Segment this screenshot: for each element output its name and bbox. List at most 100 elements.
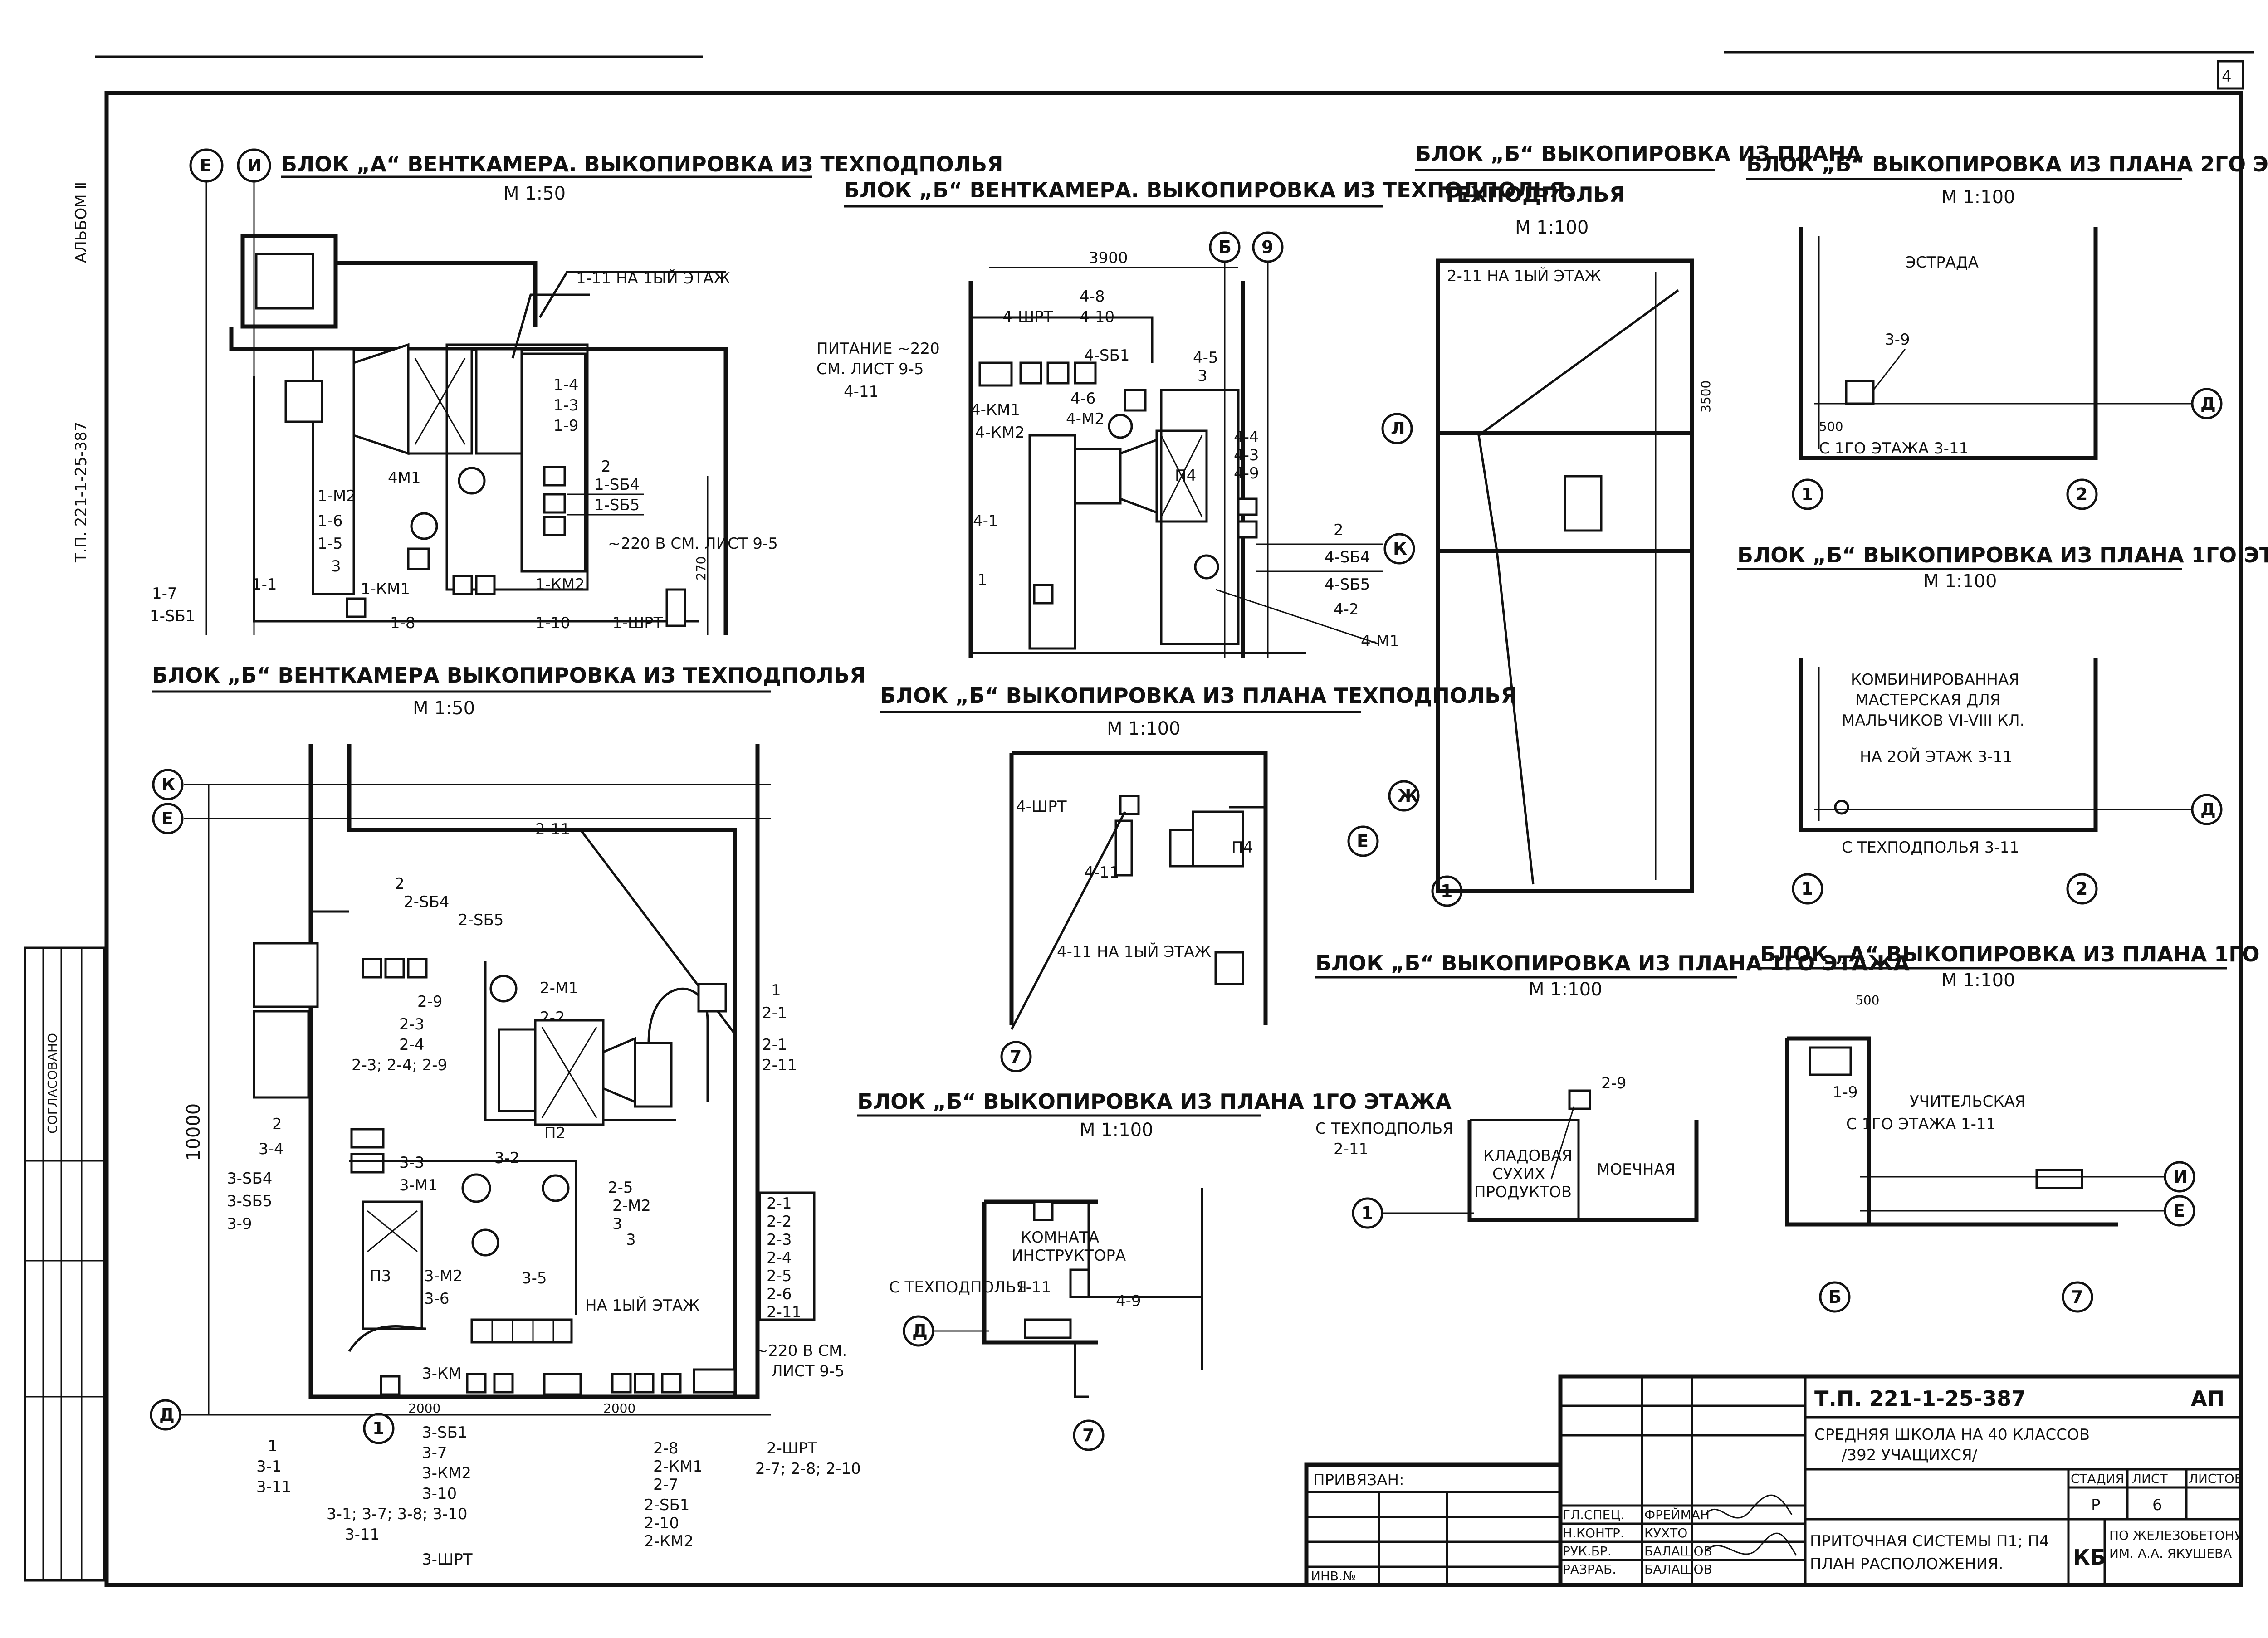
- label-storage2: СУХИХ: [1492, 1165, 1545, 1183]
- tag: 3-3: [399, 1154, 425, 1172]
- label-storage3: ПРОДУКТОВ: [1474, 1183, 1572, 1201]
- tag: 1-11: [1016, 1278, 1051, 1297]
- axis-bubble: Д: [912, 1321, 928, 1341]
- tag: 4-11: [844, 383, 879, 401]
- tag: 2-11: [762, 1056, 797, 1074]
- left-strip: АЛЬБОМ Ⅱ Т.П. 221-1-25-387 СОГЛАСОВАНО: [24, 182, 106, 1582]
- axis-bubble: И: [2173, 1167, 2188, 1187]
- tag: 3-9: [1885, 331, 1910, 349]
- axis-bubble: Е: [200, 156, 211, 176]
- tag: 2-1: [762, 1004, 787, 1022]
- sheet-corner-number: 4: [2222, 68, 2232, 86]
- tag: 2-SБ4: [404, 893, 449, 911]
- tag: 2-7; 2-8; 2-10: [755, 1460, 861, 1478]
- tag: 4-8: [1080, 288, 1105, 306]
- tag: 2-М2: [612, 1197, 651, 1215]
- axis-bubble: 1: [1361, 1203, 1373, 1223]
- tag: П4: [1175, 467, 1196, 485]
- tb-name: КУХТО: [1644, 1526, 1687, 1540]
- label-tech-to-floor: 2-11 НА 1ЫЙ ЭТАЖ: [1447, 267, 1601, 285]
- tag: 2-4: [399, 1036, 425, 1054]
- view-tsmall-scale: М 1:100: [1107, 718, 1181, 739]
- axis-bubble: Д: [159, 1405, 175, 1425]
- label-teacher2: С 1ГО ЭТАЖА 1-11: [1846, 1115, 1996, 1133]
- tag: 4-SБ4: [1325, 548, 1370, 566]
- view-tech-title2: ТЕХПОДПОЛЬЯ: [1442, 182, 1625, 207]
- tag: 2-11: [1334, 1140, 1369, 1158]
- tag: 4-ШРТ: [1016, 798, 1067, 816]
- view-block-b-floor2: БЛОК „Б“ ВЫКОПИРОВКА ИЗ ПЛАНА 2ГО ЭТАЖА …: [1746, 152, 2268, 510]
- tag: 4-SБ5: [1325, 575, 1370, 594]
- view-block-b-ventchamber-big: БЛОК „Б“ ВЕНТКАМЕРА ВЫКОПИРОВКА ИЗ ТЕХПО…: [150, 663, 865, 1569]
- tag: 4-ШРТ: [1002, 308, 1053, 326]
- label-teacher1: УЧИТЕЛЬСКАЯ: [1910, 1092, 2025, 1111]
- dim-270: 270: [694, 556, 709, 580]
- label-storage1: КЛАДОВАЯ: [1483, 1147, 1573, 1165]
- signature: [1705, 1494, 1793, 1519]
- tag: 4-9: [1234, 464, 1259, 483]
- tb-object2: /392 УЧАЩИХСЯ/: [1842, 1446, 1978, 1464]
- dim-3900: 3900: [1089, 249, 1128, 267]
- view-b-top-title: БЛОК „Б“ ВЕНТКАМЕРА. ВЫКОПИРОВКА ИЗ ТЕХП…: [844, 178, 1573, 202]
- album-label: АЛЬБОМ Ⅱ: [72, 182, 90, 263]
- tag: 2: [395, 875, 405, 893]
- tag: 3-5: [522, 1269, 547, 1287]
- view-block-a-floor1: БЛОК „А“ ВЫКОПИРОВКА ИЗ ПЛАНА 1ГО ЭТАЖА …: [1760, 942, 2268, 1313]
- view-floor1m-scale: М 1:100: [1529, 979, 1603, 1000]
- tag: 3: [1198, 367, 1207, 385]
- tag: 3-SБ5: [227, 1192, 272, 1210]
- tag: 1-6: [318, 512, 343, 530]
- tag: 2-8: [653, 1439, 679, 1458]
- tag: П2: [544, 1124, 566, 1142]
- axis-bubble: 7: [2071, 1287, 2083, 1307]
- view-block-b-tech-small: БЛОК „Б“ ВЫКОПИРОВКА ИЗ ПЛАНА ТЕХПОДПОЛЬ…: [880, 683, 1517, 1072]
- tag: 4-4: [1234, 428, 1259, 446]
- tag: 4-6: [1070, 390, 1096, 408]
- view-block-b-floor1-mid: БЛОК „Б“ ВЫКОПИРОВКА ИЗ ПЛАНА 1ГО ЭТАЖА …: [1315, 951, 1910, 1229]
- view-afloor1-title: БЛОК „А“ ВЫКОПИРОВКА ИЗ ПЛАНА 1ГО ЭТАЖА: [1760, 942, 2268, 966]
- tag: 1-7: [152, 585, 177, 603]
- tag: 4-3: [1234, 446, 1259, 464]
- tag: 4-КМ1: [971, 401, 1020, 419]
- tag: 1-8: [390, 614, 415, 632]
- sheet-ref2b: ЛИСТ 9-5: [771, 1362, 845, 1380]
- tb-org-mark: КБ: [2073, 1545, 2106, 1570]
- view-tech-scale: М 1:100: [1515, 217, 1589, 238]
- tag: 1-SБ5: [594, 496, 640, 514]
- tag: 4-М1: [1361, 632, 1399, 650]
- label-power-ref: СМ. ЛИСТ 9-5: [816, 360, 924, 378]
- tb-mark: АП: [2191, 1386, 2224, 1411]
- view-a-title: БЛОК „А“ ВЕНТКАМЕРА. ВЫКОПИРОВКА ИЗ ТЕХП…: [281, 152, 1003, 176]
- view-a-scale: М 1:50: [503, 183, 566, 204]
- tb-bind: ПРИВЯЗАН:: [1313, 1471, 1404, 1489]
- tag: 3-КМ: [422, 1365, 461, 1383]
- tb-name: ФРЕЙМАН: [1644, 1507, 1710, 1522]
- tag: 3-2: [494, 1149, 520, 1167]
- tb-sheet-head: ЛИСТ: [2132, 1471, 2168, 1486]
- tag: 2: [1334, 521, 1344, 539]
- axis-bubble: Е: [2173, 1201, 2185, 1221]
- tag: 2-ШРТ: [767, 1439, 817, 1458]
- axis-bubble: И: [247, 156, 262, 176]
- sheet-ref: ~220 В СМ. ЛИСТ 9-5: [608, 535, 778, 553]
- tag: 2-7: [653, 1476, 679, 1494]
- tag: 3: [331, 557, 341, 575]
- tb-role: ГЛ.СПЕЦ.: [1563, 1507, 1624, 1522]
- tag: 4-1: [973, 512, 998, 530]
- tag: 2-1: [767, 1194, 792, 1213]
- tag: 3: [626, 1231, 636, 1249]
- sheet-frame: 4: [95, 51, 2254, 1587]
- view-block-b-floor1-center: БЛОК „Б“ ВЫКОПИРОВКА ИЗ ПЛАНА 1ГО ЭТАЖА …: [857, 1089, 1452, 1451]
- axis-bubble: Б: [1218, 237, 1232, 257]
- tag: 3-11: [256, 1478, 291, 1496]
- axis-bubble: 7: [1082, 1425, 1094, 1445]
- tag: 3: [612, 1215, 622, 1233]
- view-block-b-tech-plan: БЛОК „Б“ ВЫКОПИРОВКА ИЗ ПЛАНА ТЕХПОДПОЛЬ…: [1347, 141, 1862, 907]
- axis-bubble: Д: [2200, 394, 2216, 414]
- axis-bubble: Л: [1391, 419, 1405, 439]
- tag: 2-3; 2-4; 2-9: [352, 1056, 447, 1074]
- view-big-title: БЛОК „Б“ ВЕНТКАМЕРА ВЫКОПИРОВКА ИЗ ТЕХПО…: [152, 663, 865, 687]
- tag: 1-9: [553, 417, 579, 435]
- axis-bubble: Е: [161, 809, 173, 829]
- label-from-1st: С 1ГО ЭТАЖА 3-11: [1819, 439, 1969, 458]
